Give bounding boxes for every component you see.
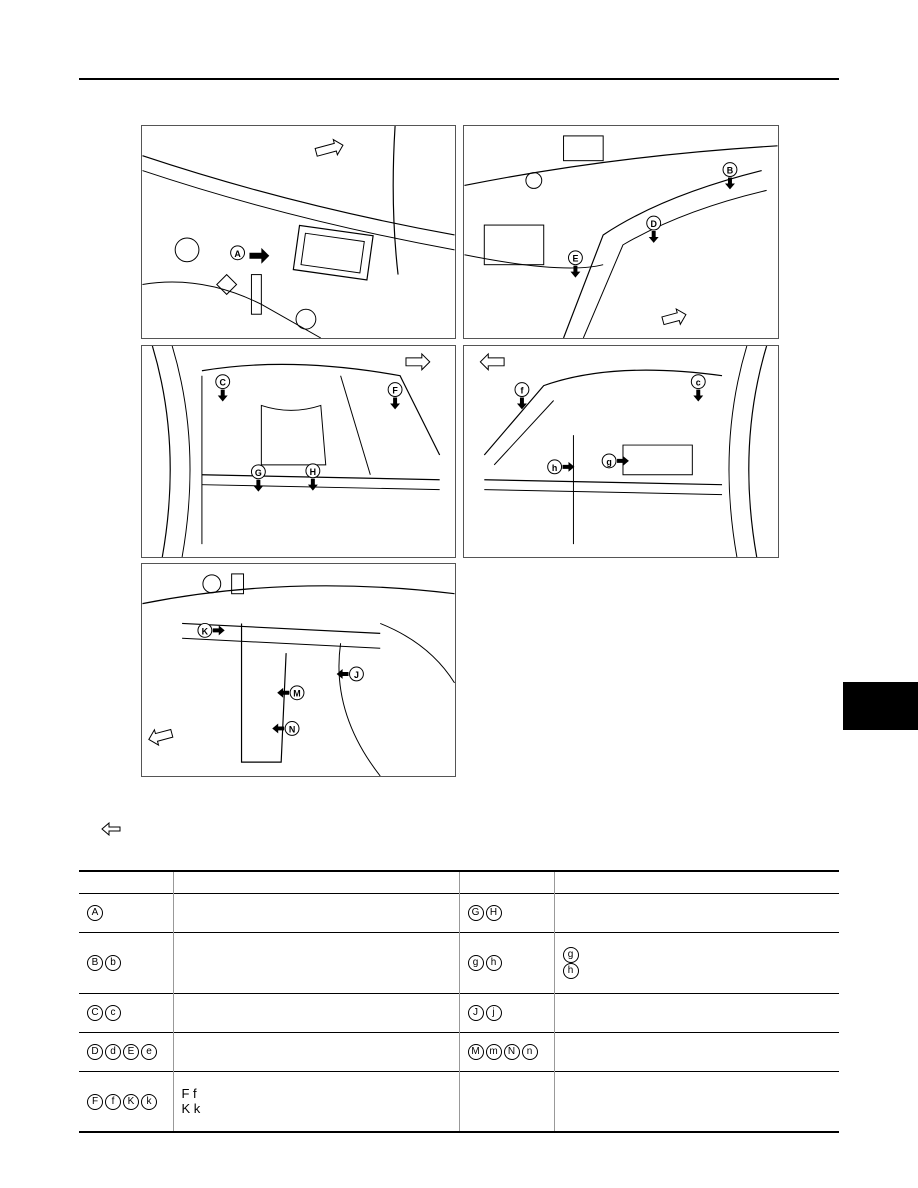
- panel-3-drawing: C F G H: [151, 346, 441, 557]
- callout-g-lower: g: [606, 457, 611, 467]
- callout-H: H: [310, 467, 316, 477]
- circle-letter: c: [105, 1004, 121, 1021]
- circle-letter: C: [87, 1004, 103, 1021]
- callout-M: M: [293, 689, 300, 699]
- callout-N: N: [289, 724, 295, 734]
- callout-c-lower: c: [696, 378, 701, 388]
- circle-letter: n: [521, 1043, 538, 1060]
- circle-letter: m: [485, 1043, 502, 1060]
- section-tab: [843, 682, 918, 730]
- circle-letter: D: [87, 1043, 103, 1060]
- callout-G: G: [255, 468, 262, 478]
- circle-letter: j: [485, 1004, 502, 1021]
- top-rule: [79, 78, 839, 80]
- callout-K: K: [202, 626, 209, 636]
- panel-2-drawing: B D E: [464, 135, 778, 338]
- callout-F: F: [392, 386, 398, 396]
- circle-letter: J: [467, 1004, 484, 1021]
- circle-letter: d: [105, 1043, 121, 1060]
- illustration-panel-5: K J M N: [141, 563, 456, 777]
- front-direction-arrow-icon: [101, 822, 121, 836]
- circle-letter: f: [105, 1093, 121, 1110]
- callout-f-lower: f: [520, 386, 523, 396]
- callout-B: B: [727, 166, 734, 176]
- panel-4-drawing: f c h g: [479, 346, 768, 557]
- circle-letter: h: [562, 963, 579, 980]
- circle-letter: G: [467, 904, 484, 921]
- table-header-row: [79, 871, 839, 893]
- circle-letter: H: [485, 904, 502, 921]
- circle-letter: M: [467, 1043, 484, 1060]
- circle-letter: E: [123, 1043, 139, 1060]
- circle-letter: g: [467, 954, 484, 971]
- circle-letter: N: [503, 1043, 520, 1060]
- circle-letter: b: [105, 954, 121, 971]
- callout-A: A: [234, 249, 241, 259]
- pair-label: K k: [181, 1101, 201, 1117]
- circle-letter: e: [141, 1043, 157, 1060]
- callout-C: C: [219, 378, 226, 388]
- illustration-panel-4: f c h g: [463, 345, 779, 558]
- circle-letter: g: [562, 946, 579, 963]
- illustration-panel-2: B D E: [463, 125, 779, 339]
- illustration-panel-1: A: [141, 125, 456, 339]
- callout-D: D: [650, 219, 657, 229]
- circle-letter: h: [485, 954, 502, 971]
- circle-letter: k: [141, 1093, 157, 1110]
- panel-1-drawing: A: [142, 126, 455, 338]
- circle-letter: K: [123, 1093, 139, 1110]
- callout-J: J: [354, 670, 359, 680]
- circle-letter: A: [87, 904, 103, 921]
- pair-label: F f: [181, 1086, 197, 1102]
- illustration-panel-3: C F G H: [141, 345, 456, 558]
- panel-5-drawing: K J M N: [142, 573, 455, 776]
- circle-letter: B: [87, 954, 103, 971]
- callout-h-lower: h: [552, 463, 557, 473]
- circle-letter: F: [87, 1093, 103, 1110]
- callout-E: E: [572, 254, 578, 264]
